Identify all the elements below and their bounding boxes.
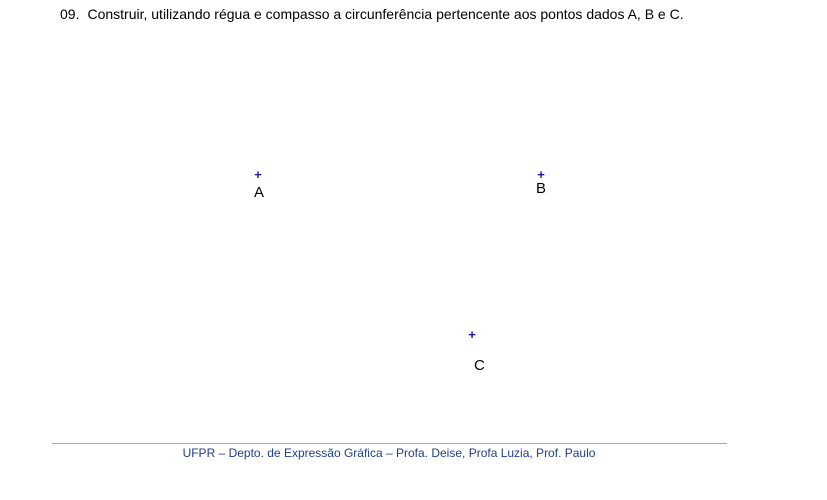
point-c-label: C [474, 357, 485, 374]
point-a-marker: + [254, 167, 262, 182]
footer-divider [52, 443, 727, 444]
question-text-line: 09. Construir, utilizando régua e compass… [60, 5, 684, 23]
question-statement: Construir, utilizando régua e compasso a… [87, 6, 684, 22]
question-number: 09. [60, 6, 80, 22]
point-a-label: A [254, 184, 265, 201]
footer-credits: UFPR – Depto. de Expressão Gráfica – Pro… [182, 446, 596, 460]
point-c-marker: + [468, 327, 476, 342]
point-b-label: B [536, 180, 547, 197]
point-b-marker: + [537, 167, 545, 182]
